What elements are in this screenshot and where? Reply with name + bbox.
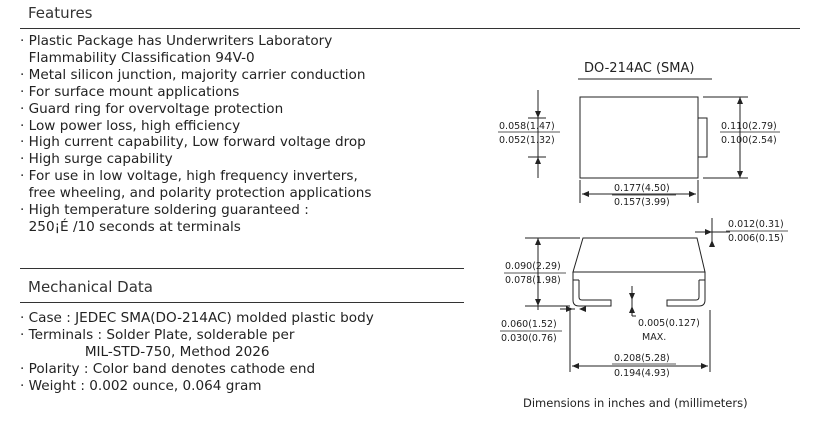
dim-thickness-max: 0.090(2.29) (505, 261, 561, 272)
dim-total-max: 0.208(5.28) (614, 353, 670, 364)
package-side-body (572, 237, 706, 273)
feature-item: free wheeling, and polarity protection a… (20, 185, 372, 202)
features-divider (20, 28, 800, 29)
feature-item: · For surface mount applications (20, 83, 240, 100)
mechanical-item: · Case : JEDEC SMA(DO-214AC) molded plas… (20, 310, 374, 326)
dim-lead-thickness-min: 0.006(0.15) (728, 233, 784, 244)
feature-item: · High surge capability (20, 151, 173, 168)
dim-height-max: 0.058(1.47) (499, 121, 555, 132)
package-side-lead-left (572, 280, 612, 307)
package-top-lead-right (697, 117, 708, 158)
dim-length-max: 0.177(4.50) (614, 183, 670, 194)
dim-thickness-min: 0.078(1.98) (505, 275, 561, 286)
mechanical-list: · Case : JEDEC SMA(DO-214AC) molded plas… (20, 310, 374, 395)
mechanical-item: · Polarity : Color band denotes cathode … (20, 360, 316, 377)
package-side-lead-right (666, 280, 706, 307)
mechanical-divider-bottom (20, 302, 464, 303)
feature-item: · Guard ring for overvoltage protection (20, 100, 284, 117)
dim-total-min: 0.194(4.93) (614, 368, 670, 379)
dim-lead-thickness-max: 0.012(0.31) (728, 219, 784, 230)
package-label: DO-214AC (SMA) (584, 61, 695, 76)
dim-standoff-note: MAX. (642, 332, 666, 343)
feature-item: · High current capability, Low forward v… (20, 134, 366, 151)
feature-item: · Metal silicon junction, majority carri… (20, 66, 366, 83)
mechanical-item: MIL-STD-750, Method 2026 (20, 343, 270, 360)
dim-standoff: 0.005(0.127) (638, 318, 700, 329)
mechanical-divider-top (20, 268, 464, 269)
dim-width-min: 0.100(2.54) (721, 135, 777, 146)
mechanical-item: · Weight : 0.002 ounce, 0.064 gram (20, 377, 262, 394)
dim-foot-min: 0.030(0.76) (501, 333, 557, 344)
package-top-body (579, 96, 699, 179)
dim-height-min: 0.052(1.32) (499, 135, 555, 146)
mechanical-title: Mechanical Data (28, 278, 153, 296)
dim-width-max: 0.110(2.79) (721, 121, 777, 132)
dim-length-min: 0.157(3.99) (614, 197, 670, 208)
features-list: · Plastic Package has Underwriters Labor… (20, 33, 372, 236)
feature-item: · For use in low voltage, high frequency… (20, 168, 358, 185)
feature-item: 250¡É /10 seconds at terminals (20, 218, 241, 235)
feature-item: · Low power loss, high efficiency (20, 117, 241, 134)
feature-item: · High temperature soldering guaranteed … (20, 202, 309, 219)
features-title: Features (28, 4, 93, 22)
feature-item: Flammability Classification 94V-0 (20, 49, 255, 66)
dim-foot-max: 0.060(1.52) (501, 319, 557, 330)
feature-item: · Plastic Package has Underwriters Labor… (20, 33, 333, 49)
dimensions-caption: Dimensions in inches and (millimeters) (523, 396, 748, 410)
mechanical-item: · Terminals : Solder Plate, solderable p… (20, 326, 295, 343)
